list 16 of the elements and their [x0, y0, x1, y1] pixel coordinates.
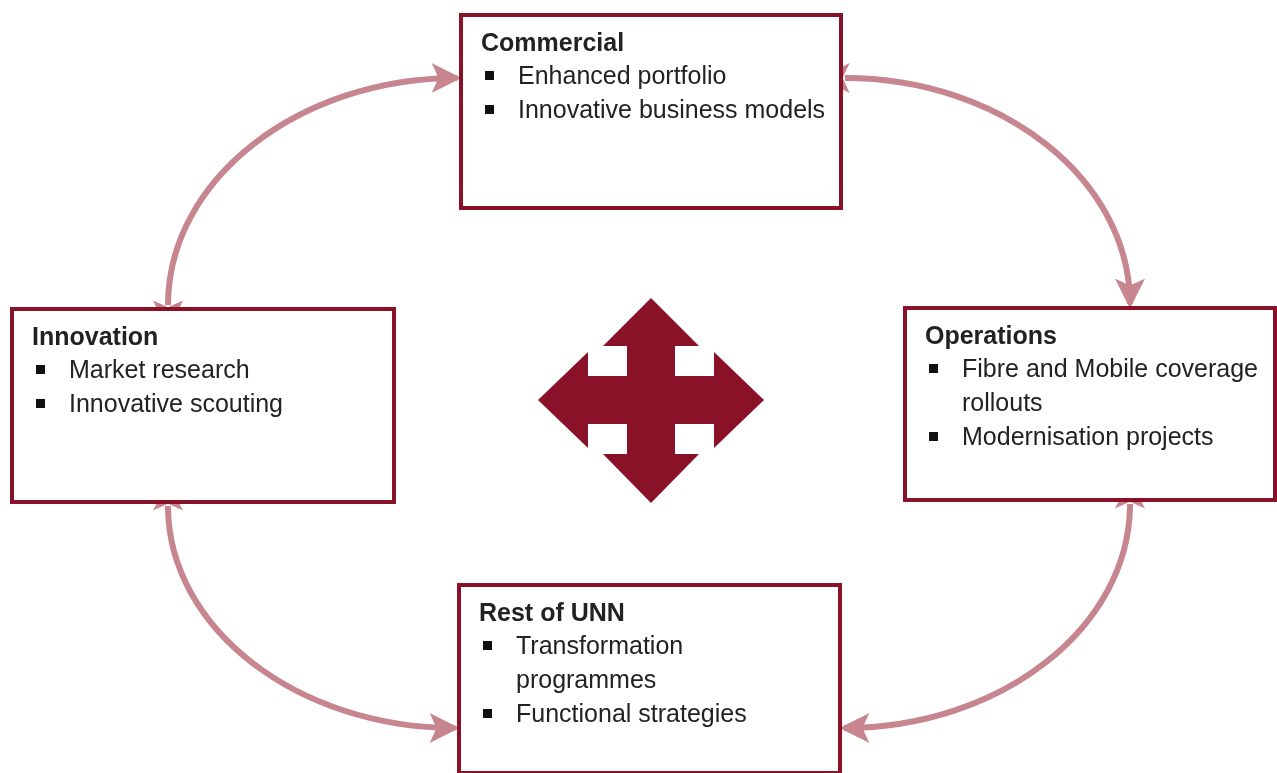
category-box: [903, 306, 1277, 502]
bullet-text: Innovative scouting: [69, 389, 284, 417]
box-heading: Rest of UNN: [479, 597, 625, 628]
bullet-text: Enhanced portfolio: [518, 61, 727, 89]
box-heading: Innovation: [32, 321, 159, 352]
bullet-text: Modernisation projects: [962, 422, 1214, 450]
box-heading: Operations: [925, 320, 1057, 351]
bullet-text: Transformation programmes: [516, 631, 684, 693]
category-box: [459, 13, 843, 210]
bullet-text: Functional strategies: [516, 699, 747, 727]
category-box: [457, 583, 842, 773]
bullet-text: Fibre and Mobile coverage rollouts: [962, 354, 1258, 416]
box-heading: Commercial: [481, 27, 625, 58]
bullet-text: Market research: [69, 355, 250, 383]
bullet-text: Innovative business models: [518, 95, 826, 123]
category-box: [10, 307, 396, 504]
